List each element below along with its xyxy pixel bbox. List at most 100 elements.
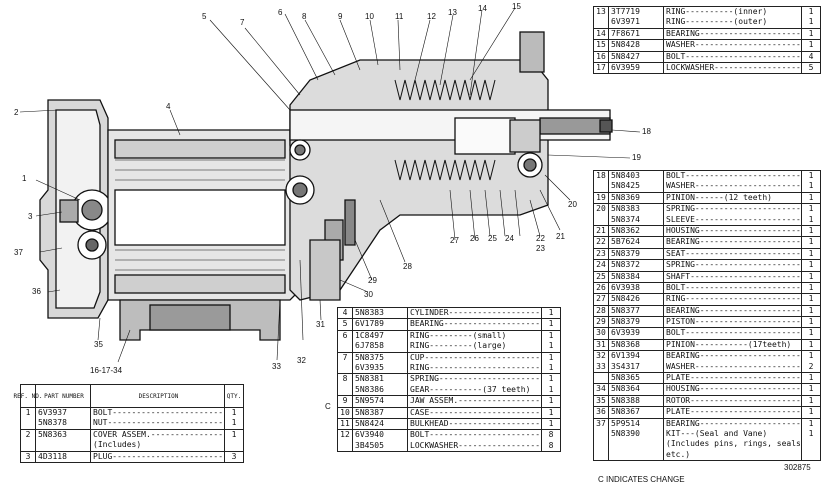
part-number-cell: 5N8372: [609, 260, 664, 271]
part-number-cell: 5N8390: [609, 428, 664, 440]
callout-35: 35: [94, 340, 103, 349]
quantity-cell: 1: [548, 374, 554, 384]
description-cell: HOUSING---------------------: [666, 384, 802, 395]
quantity-cell: 1: [548, 330, 554, 340]
ref-no-cell: 35: [594, 395, 609, 407]
table-row: etc.): [594, 449, 820, 461]
callout-18: 18: [642, 127, 651, 136]
ref-no-cell: 4: [338, 308, 353, 319]
part-number-cell: 5N8367: [609, 407, 664, 418]
quantity-cell: 1: [808, 237, 814, 247]
quantity-cell: 1: [548, 352, 554, 362]
quantity-cell: 4: [808, 51, 814, 61]
description-cell: BEARING---------------------: [666, 28, 802, 40]
description-cell: RING---------(large): [408, 341, 542, 352]
quantity-cell: 5: [808, 62, 814, 72]
ref-no-cell: [594, 17, 609, 28]
callout-9: 9: [338, 12, 343, 21]
description-cell: BOLT------------------------: [93, 408, 225, 419]
part-number-cell: 5N8364: [609, 384, 664, 395]
callout-12: 12: [427, 12, 436, 21]
ref-no-cell: 18: [594, 171, 609, 182]
quantity-cell: 1: [808, 317, 814, 327]
description-cell: WASHER----------------------: [666, 361, 802, 373]
callout-6: 6: [278, 8, 283, 17]
ref-no-cell: 28: [594, 305, 609, 317]
callout-33: 33: [272, 362, 281, 371]
description-cell: RING------------------------: [410, 362, 542, 374]
description-cell: (Includes pins, rings, seals, vane,: [666, 439, 802, 450]
part-number-cell: 5N8425: [609, 181, 664, 192]
quantity-cell: 1: [548, 362, 554, 372]
ref-no-cell: [594, 373, 609, 384]
quantity-cell: 1: [808, 428, 814, 438]
description-cell: KIT---(Seal and Vane): [664, 428, 802, 440]
description-cell: BOLT------------------------: [666, 51, 802, 62]
part-number-cell: [609, 449, 664, 461]
callout-14: 14: [478, 4, 487, 13]
description-cell: PLATE-----------------------: [666, 373, 802, 384]
callout-7: 7: [240, 18, 245, 27]
part-number-cell: 6V3939: [609, 328, 664, 339]
callout-25: 25: [488, 234, 497, 243]
quantity-cell: 1: [231, 408, 237, 417]
part-number-cell: 5N8388: [609, 395, 664, 407]
description-cell: SPRING----------------------: [666, 204, 802, 215]
quantity-cell: 1: [808, 214, 814, 224]
description-cell: WASHER----------------------: [666, 40, 802, 51]
part-number-cell: 5P9514: [609, 418, 664, 429]
part-number-cell: 3B4505: [353, 440, 408, 452]
quantity-cell: 1: [808, 171, 814, 180]
callout-1: 1: [22, 174, 27, 183]
description-cell: ROTOR-----------------------: [666, 395, 802, 407]
quantity-cell: 1: [808, 407, 814, 417]
description-cell: CASE------------------------: [410, 407, 542, 418]
ref-no-cell: 12: [338, 430, 353, 441]
part-number-cell: 5N8383: [609, 204, 664, 215]
part-number-cell: 5N8428: [609, 40, 664, 51]
description-cell: BEARING---------------------: [666, 351, 802, 362]
part-number-cell: 6V1394: [609, 351, 664, 362]
part-number-cell: 5N8383: [353, 308, 408, 319]
ref-no-cell: 19: [594, 192, 609, 204]
description-cell: HOUSING---------------------: [666, 225, 802, 237]
part-number-cell: 7F8671: [609, 28, 664, 40]
callout-22: 22: [536, 234, 545, 243]
description-cell: NUT-------------------------: [93, 418, 225, 429]
quantity-cell: 1: [808, 294, 814, 304]
callout-11: 11: [395, 12, 404, 21]
ref-no-cell: [594, 214, 609, 225]
part-number-cell: 6V3937: [36, 408, 91, 419]
part-number-cell: 6V3940: [353, 430, 408, 441]
ref-no-cell: [338, 384, 353, 396]
quantity-cell: 1: [231, 429, 237, 439]
description-cell: BEARING---------------------: [666, 418, 802, 429]
quantity-cell: [802, 450, 820, 460]
callout-19: 19: [632, 153, 641, 162]
change-marker: C: [325, 402, 331, 411]
description-cell: BOLT------------------------: [666, 171, 802, 182]
description-cell: BULKHEAD--------------------: [410, 418, 542, 430]
part-number-cell: 5B7624: [609, 237, 664, 248]
ref-no-cell: [21, 440, 36, 451]
part-number-cell: 5N9574: [353, 396, 408, 407]
description-cell: RING---------(small): [408, 330, 542, 342]
description-cell: CYLINDER--------------------: [410, 308, 542, 319]
